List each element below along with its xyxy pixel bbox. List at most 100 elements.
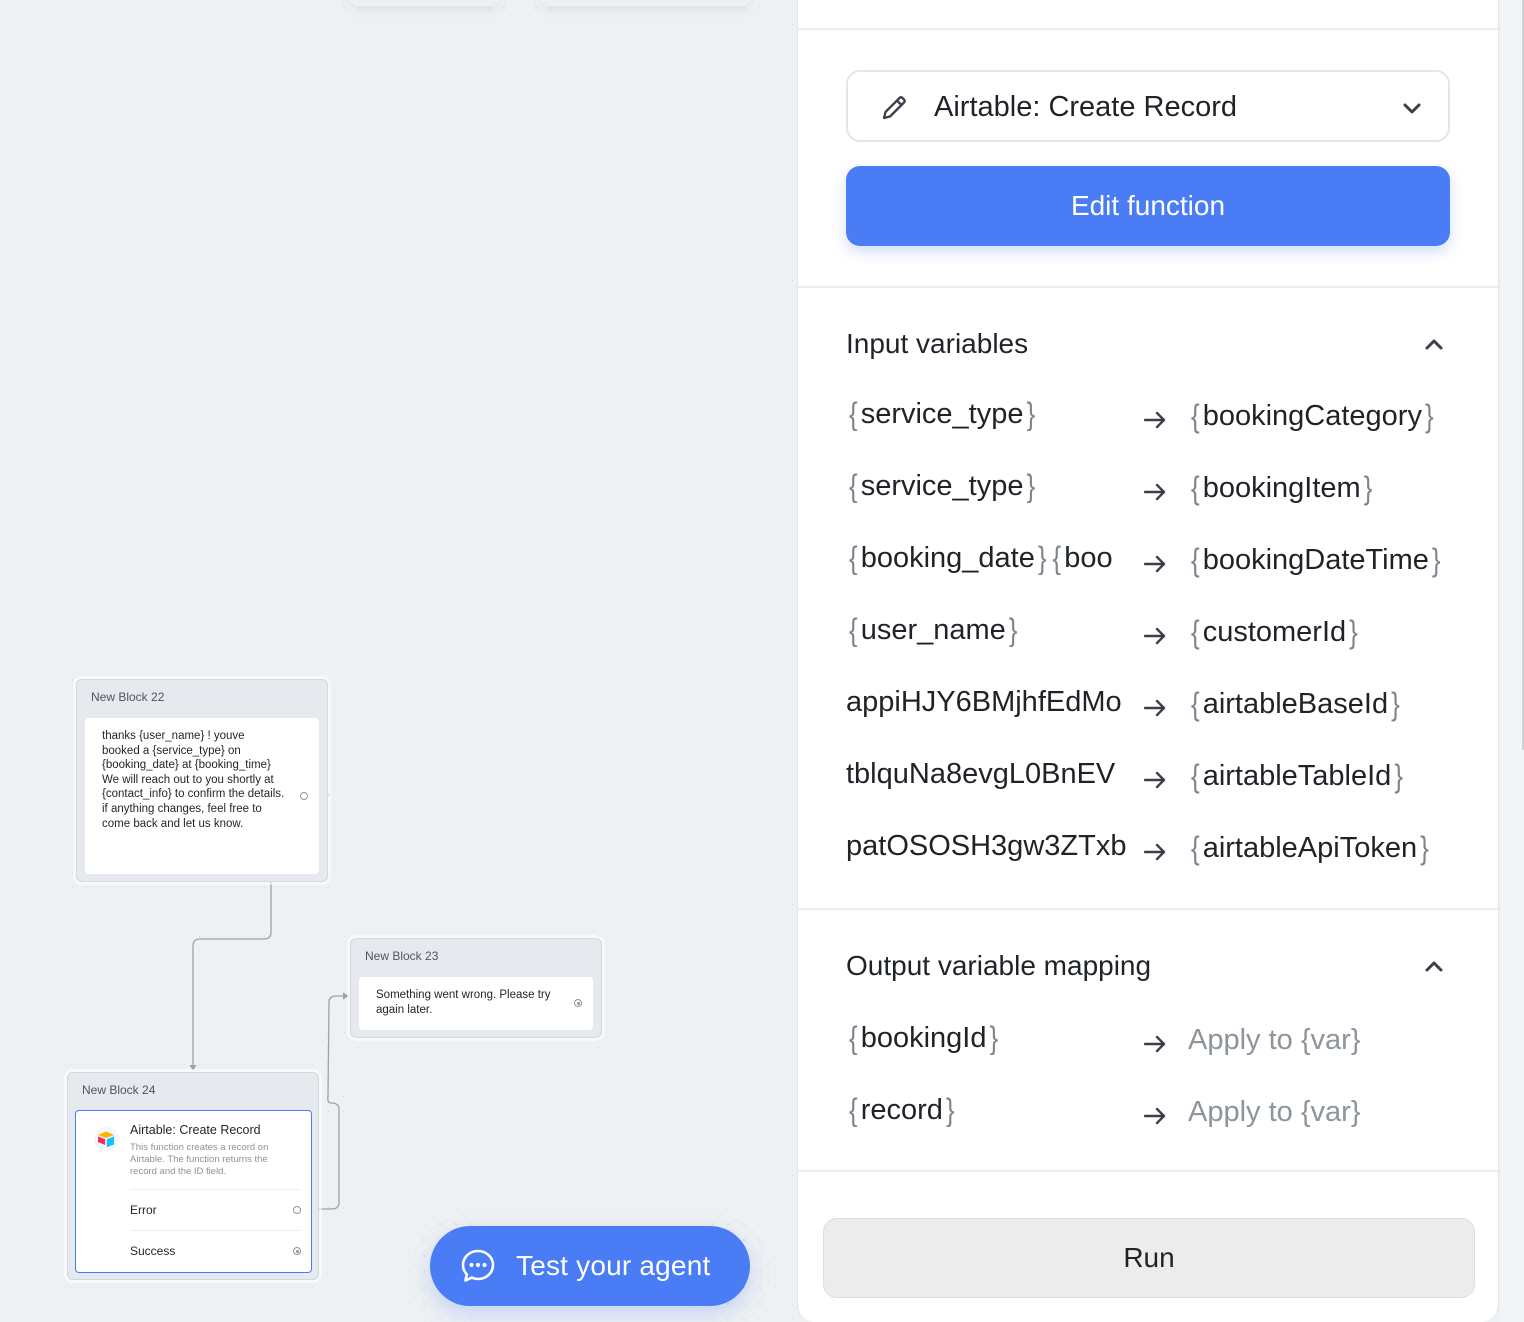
input-variable-row[interactable]: {service_type}{bookingCategory} — [846, 397, 1466, 438]
source-value[interactable]: {service_type} — [846, 398, 1126, 431]
target-parameter: {bookingDateTime} — [1188, 541, 1444, 579]
variable-name: service_type — [860, 470, 1024, 502]
flow-canvas[interactable]: New Block 22 thanks {user_name} ! youve … — [0, 0, 800, 1322]
output-mapping-row[interactable]: {bookingId} Apply to {var} — [846, 1022, 1466, 1062]
close-brace: } — [1026, 398, 1036, 431]
source-value[interactable]: patOSOSH3gw3ZTxb — [846, 830, 1126, 863]
message-text: thanks {user_name} ! youve booked a {ser… — [102, 730, 285, 830]
source-value[interactable]: {booking_date}{boo — [846, 542, 1126, 575]
outcome-error: Error — [130, 1203, 157, 1217]
function-select-value: Airtable: Create Record — [934, 91, 1238, 123]
open-brace: { — [849, 542, 858, 575]
chevron-up-icon[interactable] — [1422, 333, 1446, 357]
arrow-right-icon — [1143, 411, 1166, 429]
variable-name: bookingDateTime — [1202, 544, 1429, 576]
function-select[interactable]: Airtable: Create Record — [846, 70, 1450, 142]
arrow-right-icon — [1143, 1107, 1166, 1125]
test-agent-button[interactable]: Test your agent — [430, 1226, 750, 1306]
close-brace: } — [1363, 469, 1373, 507]
output-field: {bookingId} — [846, 1022, 1126, 1055]
chat-bubble-icon — [461, 1249, 495, 1282]
output-port[interactable] — [300, 792, 308, 800]
close-brace: } — [1349, 613, 1358, 651]
close-brace: } — [1391, 685, 1400, 723]
apply-to-var-input[interactable]: Apply to {var} — [1188, 1024, 1361, 1056]
variable-name: bookingCategory — [1202, 400, 1422, 432]
close-brace: } — [1026, 470, 1036, 503]
arrow-right-icon — [1143, 1035, 1166, 1053]
open-brace: { — [849, 398, 858, 431]
open-brace: { — [849, 614, 858, 647]
target-parameter: {bookingCategory} — [1188, 397, 1437, 435]
airtable-logo-icon — [94, 1127, 118, 1151]
connector-line — [192, 882, 272, 1068]
input-variable-row[interactable]: {service_type}{bookingItem} — [846, 469, 1466, 510]
output-mapping-title: Output variable mapping — [846, 950, 1152, 981]
input-variable-row[interactable]: patOSOSH3gw3ZTxb{airtableApiToken} — [846, 829, 1466, 870]
output-port[interactable] — [574, 999, 582, 1007]
offscreen-block[interactable] — [540, 0, 750, 6]
target-parameter: {airtableTableId} — [1188, 757, 1406, 795]
literal-value: appiHJY6BMjhfEdMo — [846, 686, 1122, 718]
input-variables-title: Input variables — [846, 328, 1029, 359]
arrow-right-icon — [1143, 627, 1166, 645]
offscreen-block[interactable] — [350, 0, 500, 6]
right-gutter — [1500, 0, 1524, 1322]
target-parameter: {customerId} — [1188, 613, 1361, 651]
open-brace: { — [1191, 397, 1200, 435]
variable-name: boo — [1064, 542, 1113, 574]
divider — [798, 1170, 1498, 1172]
divider — [130, 1189, 301, 1190]
source-value[interactable]: tblquNa8evgL0BnEV — [846, 758, 1126, 791]
input-variable-row[interactable]: {user_name}{customerId} — [846, 613, 1466, 654]
divider — [798, 286, 1498, 288]
flow-block-23[interactable]: New Block 23 Something went wrong. Pleas… — [350, 938, 602, 1038]
open-brace: { — [1191, 469, 1200, 507]
message-card[interactable]: thanks {user_name} ! youve booked a {ser… — [85, 718, 319, 874]
literal-value: tblquNa8evgL0BnEV — [846, 758, 1116, 790]
chevron-up-icon[interactable] — [1422, 955, 1446, 979]
flow-block-22[interactable]: New Block 22 thanks {user_name} ! youve … — [76, 679, 328, 882]
variable-name: service_type — [860, 398, 1024, 430]
block-title: New Block 24 — [82, 1083, 156, 1097]
error-output-port[interactable] — [293, 1206, 301, 1214]
open-brace: { — [849, 470, 858, 503]
edit-function-button[interactable]: Edit function — [846, 166, 1450, 246]
literal-value: patOSOSH3gw3ZTxb — [846, 830, 1126, 862]
run-button[interactable]: Run — [823, 1218, 1475, 1298]
variable-name: booking_date — [860, 542, 1035, 574]
close-brace: } — [1394, 757, 1404, 795]
pencil-icon — [882, 96, 906, 120]
function-card[interactable]: Airtable: Create Record This function cr… — [75, 1110, 312, 1273]
message-text: Something went wrong. Please try again l… — [376, 989, 551, 1016]
close-brace: } — [1008, 614, 1018, 647]
variable-name: airtableApiToken — [1202, 832, 1418, 864]
source-value[interactable]: appiHJY6BMjhfEdMo — [846, 686, 1126, 719]
input-variable-row[interactable]: {booking_date}{boo{bookingDateTime} — [846, 541, 1466, 582]
apply-to-var-input[interactable]: Apply to {var} — [1188, 1096, 1361, 1128]
divider — [798, 28, 1498, 30]
function-settings-panel: Airtable: Create Record Edit function In… — [797, 0, 1499, 1322]
open-brace: { — [1191, 757, 1200, 795]
message-card[interactable]: Something went wrong. Please try again l… — [359, 977, 593, 1030]
flow-block-24[interactable]: New Block 24 Airtable: Create Record Thi… — [67, 1072, 319, 1280]
source-value[interactable]: {service_type} — [846, 470, 1126, 503]
input-variable-row[interactable]: appiHJY6BMjhfEdMo {airtableBaseId} — [846, 685, 1466, 726]
arrow-right-icon — [1143, 555, 1166, 573]
success-output-port[interactable] — [293, 1247, 301, 1255]
divider — [798, 908, 1498, 910]
arrow-right-icon — [1143, 483, 1166, 501]
source-value[interactable]: {user_name} — [846, 614, 1126, 647]
output-field: {record} — [846, 1094, 1126, 1127]
input-variable-row[interactable]: tblquNa8evgL0BnEV {airtableTableId} — [846, 757, 1466, 798]
variable-name: record — [860, 1094, 943, 1126]
open-brace: { — [849, 1094, 858, 1127]
variable-name: user_name — [860, 614, 1006, 646]
function-description: This function creates a record on Airtab… — [130, 1142, 269, 1177]
target-parameter: {airtableBaseId} — [1188, 685, 1403, 723]
outcome-success: Success — [130, 1244, 176, 1258]
arrow-right-icon — [1143, 771, 1166, 789]
flow-connections — [189, 794, 349, 1210]
arrow-right-icon — [1143, 699, 1166, 717]
output-mapping-row[interactable]: {record} Apply to {var} — [846, 1094, 1466, 1134]
